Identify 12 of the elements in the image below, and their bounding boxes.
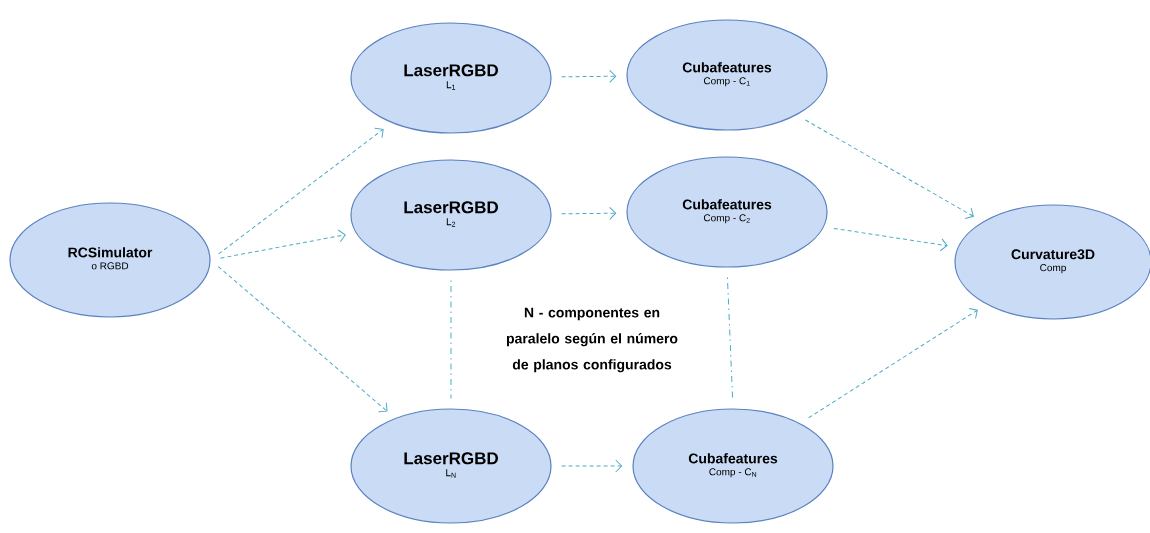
connector-line xyxy=(450,280,452,399)
arrow xyxy=(561,206,617,220)
note-text: N - componentes en paralelo según el número de planos configurados xyxy=(506,307,678,373)
arrow xyxy=(219,229,346,259)
arrow xyxy=(217,266,388,413)
arrow xyxy=(561,69,617,83)
connector-line xyxy=(726,277,734,399)
arrow xyxy=(808,307,978,419)
arrow xyxy=(805,119,974,220)
arrow xyxy=(561,459,623,473)
arrow xyxy=(218,127,384,255)
arrow xyxy=(833,227,948,252)
